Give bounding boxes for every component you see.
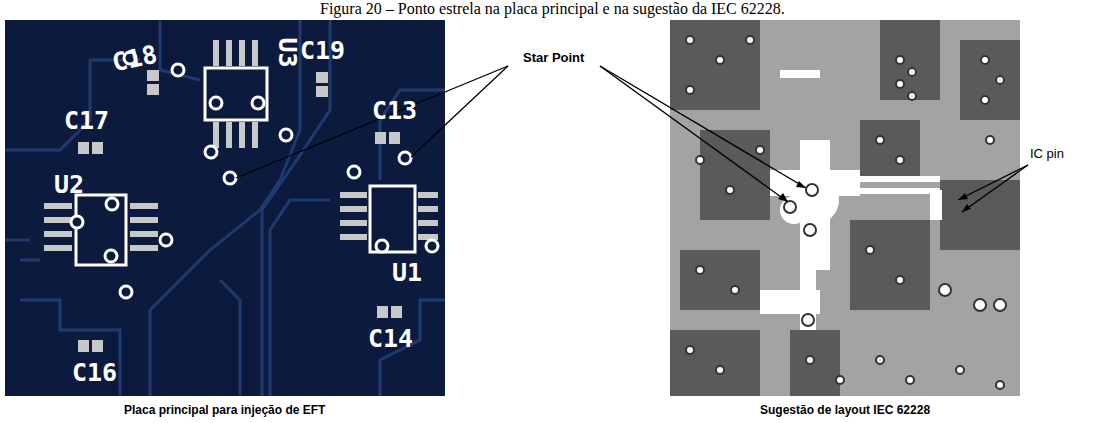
part-label: U3 [273,37,302,67]
callout-label: Star Point [521,50,586,65]
panel-caption: Placa principal para injeção de EFT [124,403,325,417]
panel-caption: Sugestão de layout IEC 62228 [760,403,930,417]
figure-title: Figura 20 – Ponto estrela na placa princ… [320,0,785,18]
part-label: C19 [300,36,345,65]
part-label: U2 [54,170,84,199]
part-label: C13 [372,96,417,125]
part-label: C16 [72,358,117,387]
callout-label: IC pin [1028,146,1066,161]
part-label: C14 [368,324,413,353]
part-label: U1 [392,258,422,287]
part-label: C17 [64,106,109,135]
